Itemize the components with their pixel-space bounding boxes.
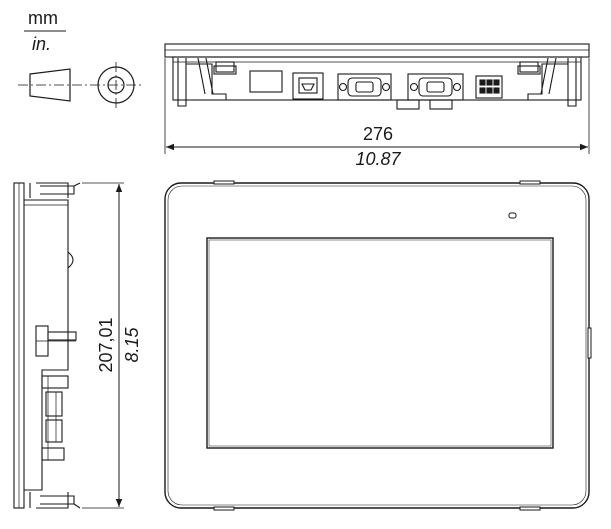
width-dimension: 276 10.87 <box>166 124 588 169</box>
front-view-bezel-inner <box>167 185 587 506</box>
width-mm-label: 276 <box>363 124 393 144</box>
side-clip-top <box>29 182 81 198</box>
center-clip-right <box>519 61 539 73</box>
side-view-housing <box>24 199 69 491</box>
height-mm-label: 207,01 <box>96 317 116 372</box>
height-dimension: 207,01 8.15 <box>96 184 142 507</box>
bottom-tab-1 <box>396 99 420 110</box>
front-view-display-inner <box>208 239 552 447</box>
top-view <box>164 43 590 154</box>
serial-port-1 <box>337 73 392 101</box>
unit-inch-label: in. <box>32 34 51 54</box>
center-clip-left <box>215 61 235 73</box>
side-view <box>13 182 124 509</box>
projection-cone-shape <box>29 68 71 102</box>
front-view <box>164 180 592 511</box>
top-view-bezel <box>164 43 590 58</box>
height-inch-label: 8.15 <box>122 327 142 363</box>
front-clip-bottom-left <box>213 506 235 511</box>
side-led-dome <box>67 251 74 269</box>
front-clip-top-left <box>213 180 235 185</box>
side-connector-4 <box>41 447 65 461</box>
projection-symbol <box>18 62 144 108</box>
front-view-display <box>206 237 554 449</box>
side-connector-2 <box>45 391 63 417</box>
front-clip-bottom-right <box>519 506 541 511</box>
unit-mm-label: mm <box>28 8 58 28</box>
side-clip-middle <box>35 325 77 357</box>
status-led-indicator <box>508 212 517 219</box>
bottom-tab-2 <box>429 99 453 110</box>
front-clip-top-right <box>519 180 541 185</box>
fixing-clip-right <box>517 57 577 107</box>
side-connector-3 <box>45 419 63 443</box>
side-clip-bottom <box>29 492 81 509</box>
serial-port-2 <box>407 73 464 101</box>
power-terminal <box>475 75 503 99</box>
usb-connector <box>292 72 324 100</box>
sd-card-slot <box>249 70 283 93</box>
side-connector-1 <box>41 375 69 389</box>
width-inch-label: 10.87 <box>355 149 401 169</box>
fixing-clip-left <box>177 57 237 107</box>
unit-legend: mm in. <box>24 8 66 54</box>
front-view-bezel-outer <box>164 182 590 509</box>
front-clip-right-side <box>587 327 592 359</box>
